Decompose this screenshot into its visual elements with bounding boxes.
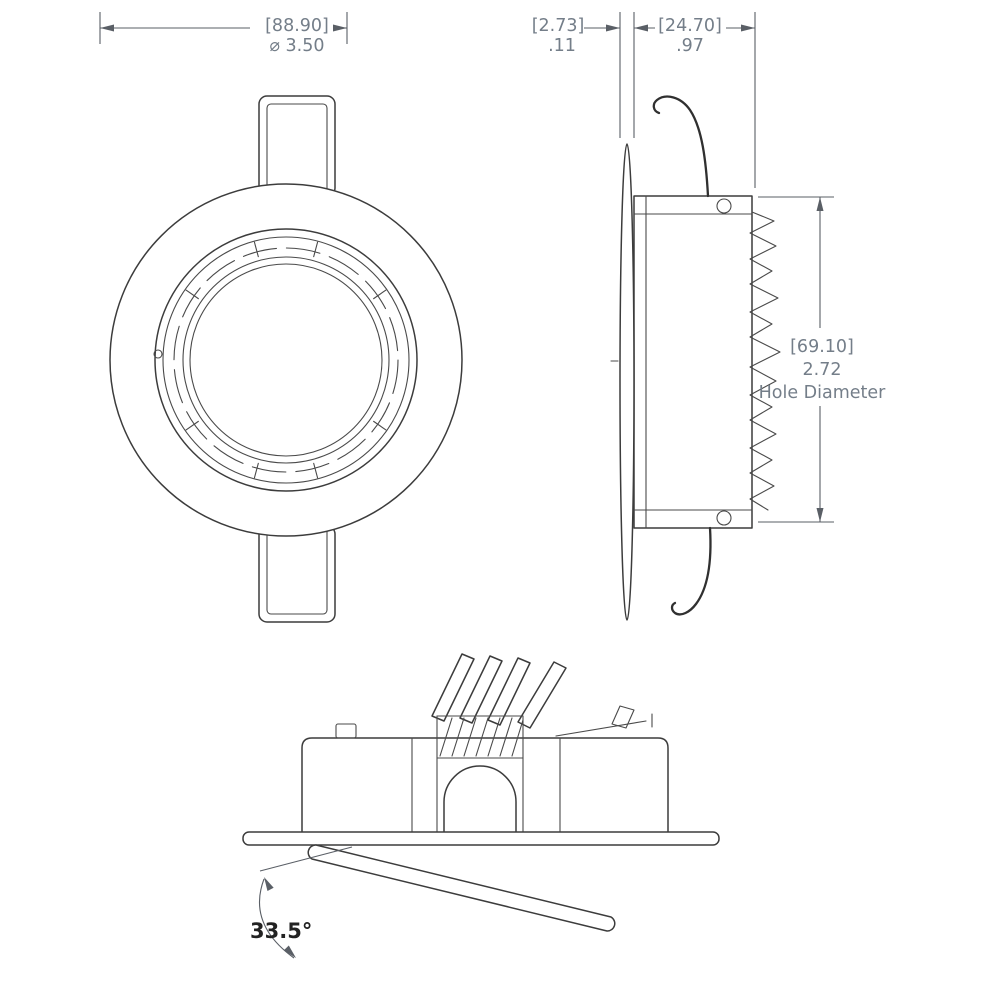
dim-bezel-inch: ⌀ 3.50 (269, 36, 324, 56)
tilted-lens (307, 844, 616, 932)
dim-depth-mm: [24.70] (658, 16, 722, 36)
bezel-outer-circle (109, 183, 463, 537)
tilt-spring-coil (436, 715, 524, 834)
dim-flange-inch: .11 (548, 36, 576, 56)
dim-hole-mm: [69.10] (790, 337, 854, 357)
hole-diameter-dimension: [69.10] 2.72 Hole Diameter (758, 196, 887, 523)
mounting-plate (242, 831, 720, 846)
gimbal-housing (301, 737, 669, 834)
retainer-ring-segmented (173, 247, 399, 473)
arrowhead (816, 508, 824, 522)
arrowhead (634, 24, 648, 32)
front-diameter-dimension: [88.90] ⌀ 3.50 (99, 12, 348, 56)
dim-bezel-mm: [88.90] (265, 16, 329, 36)
front-view (109, 95, 463, 623)
tilt-angle-label: 33.5° (250, 919, 312, 943)
tilted-fins (431, 653, 653, 729)
dim-depth-inch: .97 (676, 36, 704, 56)
ring-detail-hole (153, 349, 163, 359)
arrowhead (283, 945, 296, 958)
dim-hole-inch: 2.72 (803, 360, 842, 380)
arrowhead (606, 24, 620, 32)
flange-thickness-dimension: [2.73] .11 (532, 12, 635, 138)
dim-flange-mm: [2.73] (532, 16, 585, 36)
housing-body (633, 195, 753, 529)
housing-tab (335, 723, 357, 739)
bottom-mounting-tab (258, 525, 336, 623)
arrowhead (741, 24, 755, 32)
trim-ring-inner (162, 236, 410, 484)
spring-clip-arm (670, 526, 712, 616)
tilt-view (242, 653, 720, 932)
clip-pivot-bottom (716, 510, 732, 526)
retainer-clips (185, 241, 387, 479)
side-view (610, 95, 781, 621)
arrowhead (100, 24, 114, 32)
dim-hole-label: Hole Diameter (759, 383, 887, 403)
tilt-angle-dimension: 33.5° (250, 846, 353, 959)
trim-ring-outer (154, 228, 418, 492)
arrowhead (264, 877, 274, 892)
arrowhead (816, 197, 824, 211)
lens-ring-inner (189, 263, 383, 457)
flange-edge (619, 143, 635, 621)
spring-clip-fins (749, 211, 781, 511)
recess-depth-dimension: [24.70] .97 (634, 12, 756, 188)
bracket-arch (443, 765, 517, 834)
angle-leg (259, 846, 353, 872)
arrowhead (333, 24, 347, 32)
wire-lead (652, 95, 710, 198)
clip-pivot-top (716, 198, 732, 214)
lens-ring-outer (182, 256, 390, 464)
top-mounting-tab (258, 95, 336, 197)
